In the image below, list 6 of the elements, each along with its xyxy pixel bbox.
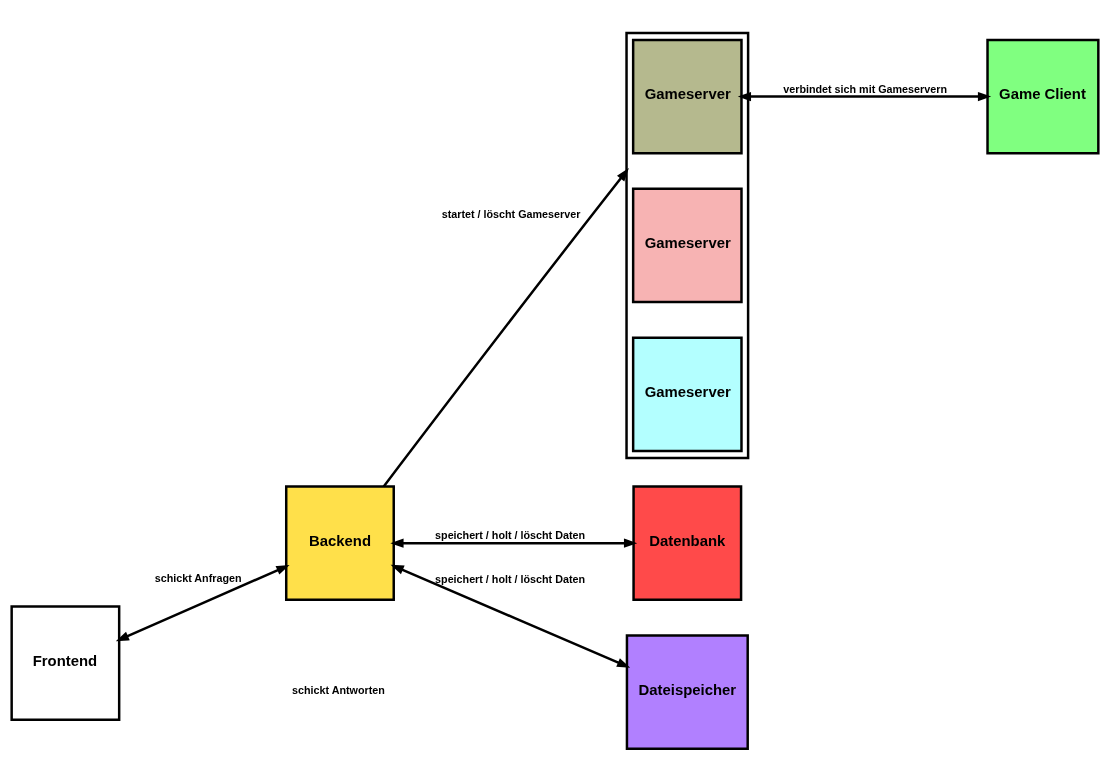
edge-label: speichert / holt / löscht Daten [435, 529, 586, 542]
edge-label: schickt Anfragen [154, 571, 242, 584]
edge-label: verbindet sich mit Gameservern [783, 82, 947, 95]
edge-label: speichert / holt / löscht Daten [435, 573, 586, 586]
edge-label: startet / löscht Gameserver [441, 207, 581, 220]
label: schickt Antworten [292, 684, 385, 697]
